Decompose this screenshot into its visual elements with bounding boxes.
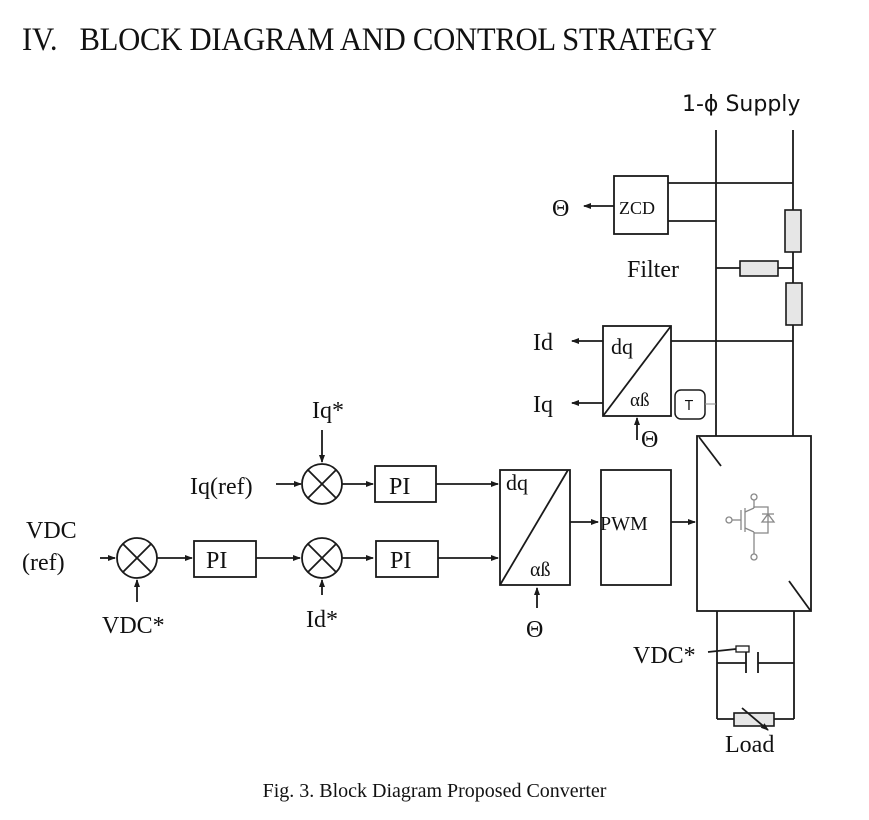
- supply-label: 1-ϕ Supply: [682, 92, 800, 117]
- svg-text:dq: dq: [506, 470, 528, 495]
- vdc-ref-label: VDC: [26, 518, 77, 544]
- pi-controller-id: PI: [375, 540, 439, 578]
- svg-text:PI: PI: [206, 548, 227, 574]
- vdc-star-cap-label: VDC*: [633, 643, 696, 669]
- theta-bottom-label: Θ: [526, 617, 543, 643]
- filter-resistor-2: [785, 282, 803, 326]
- theta-zcd-label: Θ: [552, 196, 569, 222]
- section-heading: IV. BLOCK DIAGRAM AND CONTROL STRATEGY: [22, 22, 717, 58]
- zcd-block: ZCD: [613, 175, 669, 235]
- pi-controller-iq: PI: [374, 465, 437, 503]
- figure-caption: Fig. 3. Block Diagram Proposed Converter: [262, 780, 607, 802]
- filter-label: Filter: [627, 257, 679, 283]
- zcd-label: ZCD: [619, 198, 655, 218]
- filter-resistor-1: [784, 209, 802, 253]
- pi-controller-vdc: PI: [193, 540, 257, 578]
- filter-resistor-3: [739, 260, 779, 277]
- t-block-label: T: [684, 399, 693, 414]
- summing-junction-vdc: [116, 537, 158, 579]
- iq-output-label: Iq: [533, 392, 553, 418]
- iq-star-label: Iq*: [312, 398, 344, 424]
- id-output-label: Id: [533, 330, 553, 356]
- theta-top-label: Θ: [641, 427, 658, 453]
- summing-junction-iq: [301, 463, 343, 505]
- load-resistor: [733, 712, 775, 727]
- vdc-ref-label-2: (ref): [22, 550, 65, 576]
- svg-text:dq: dq: [611, 334, 633, 359]
- voltage-sensor: [735, 645, 750, 653]
- summing-junction-id: [301, 537, 343, 579]
- svg-text:PI: PI: [390, 548, 411, 574]
- load-label: Load: [725, 732, 774, 758]
- pwm-label: PWM: [600, 513, 648, 535]
- dq-transform-top: dq αß: [602, 325, 672, 417]
- inverter-block: [696, 435, 812, 612]
- svg-text:αß: αß: [630, 390, 649, 411]
- igbt-icon: [725, 493, 776, 561]
- id-star-label: Id*: [306, 607, 338, 633]
- svg-text:αß: αß: [530, 559, 550, 581]
- dq-transform-bottom: dq αß: [499, 469, 571, 586]
- svg-text:PI: PI: [389, 474, 410, 500]
- pwm-block: PWM: [600, 469, 672, 586]
- vdc-star-label: VDC*: [102, 613, 165, 639]
- iq-ref-label: Iq(ref): [190, 474, 253, 500]
